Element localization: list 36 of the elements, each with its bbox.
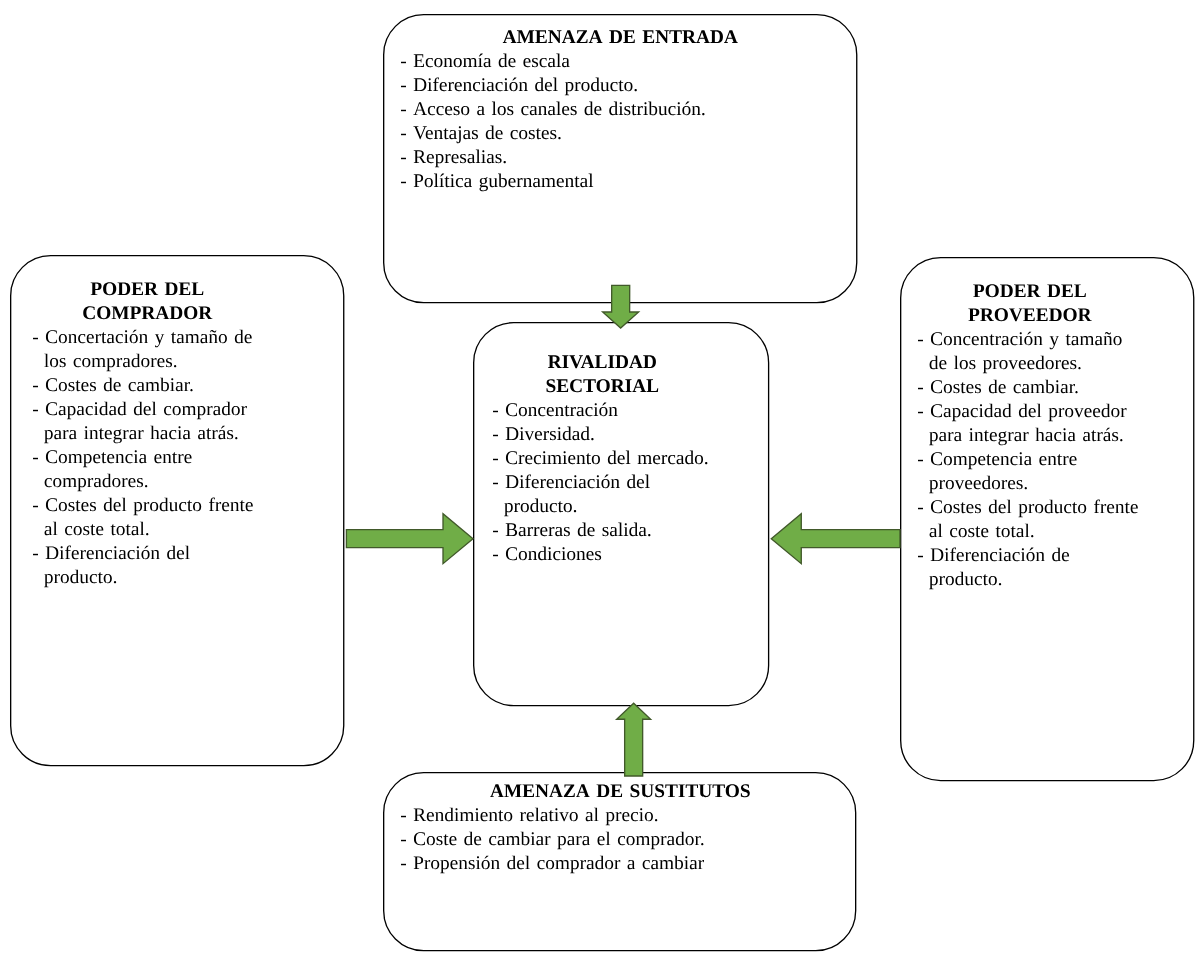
list-item: - Competencia entre proveedores. xyxy=(918,452,1077,494)
list-item: - Competencia entre compradores. xyxy=(33,450,192,492)
box-heading: PODER DEL PROVEEDOR xyxy=(968,284,1092,322)
block-arrow xyxy=(770,512,901,566)
block-arrow xyxy=(600,284,641,329)
list-item: - Concertación y tamaño de los compradores. xyxy=(33,329,252,372)
list-item: - Costes del producto frente al coste total. xyxy=(918,499,1138,538)
list-item: - Diferenciación de producto. xyxy=(918,547,1070,590)
list-item: - Concentración xyxy=(493,402,618,417)
box-heading: RIVALIDAD SECTORIAL xyxy=(546,355,659,393)
box-heading: AMENAZA DE ENTRADA xyxy=(502,30,738,44)
list-item: - Costes del producto frente al coste total. xyxy=(33,497,253,536)
block-arrow xyxy=(345,512,475,566)
list-item: - Política gubernamental xyxy=(401,173,594,192)
list-item: - Costes de cambiar. xyxy=(918,379,1078,394)
list-item: - Concentración y tamaño de los proveedores. xyxy=(918,331,1122,374)
list-item: - Capacidad del proveedor para integrar hacia atrás. xyxy=(918,403,1127,446)
list-item: - Barreras de salida. xyxy=(493,522,651,537)
list-item: - Represalias. xyxy=(401,149,506,168)
list-item: - Crecimiento del mercado. xyxy=(493,450,708,465)
list-item: - Capacidad del comprador para integrar hacia atrás. xyxy=(33,401,247,444)
list-item: - Economía de escala xyxy=(401,53,570,68)
list-item: - Acceso a los canales de distribución. xyxy=(401,101,705,116)
list-item: - Propensión del comprador a cambiar xyxy=(401,855,704,874)
list-item: - Rendimiento relativo al precio. xyxy=(401,807,658,826)
block-arrow xyxy=(614,702,653,777)
list-item: - Costes de cambiar. xyxy=(33,377,193,392)
box-heading: AMENAZA DE SUSTITUTOS xyxy=(490,784,750,798)
list-item: - Condiciones xyxy=(493,546,602,561)
list-item: - Ventajas de costes. xyxy=(401,125,561,144)
list-item: - Diferenciación del producto. xyxy=(33,545,190,588)
list-item: - Diferenciación del producto. xyxy=(401,77,637,96)
list-item: - Diversidad. xyxy=(493,426,594,441)
list-item: - Coste de cambiar para el comprador. xyxy=(401,831,704,850)
list-item: - Diferenciación del producto. xyxy=(493,474,650,517)
box-heading: PODER DEL COMPRADOR xyxy=(83,282,213,320)
